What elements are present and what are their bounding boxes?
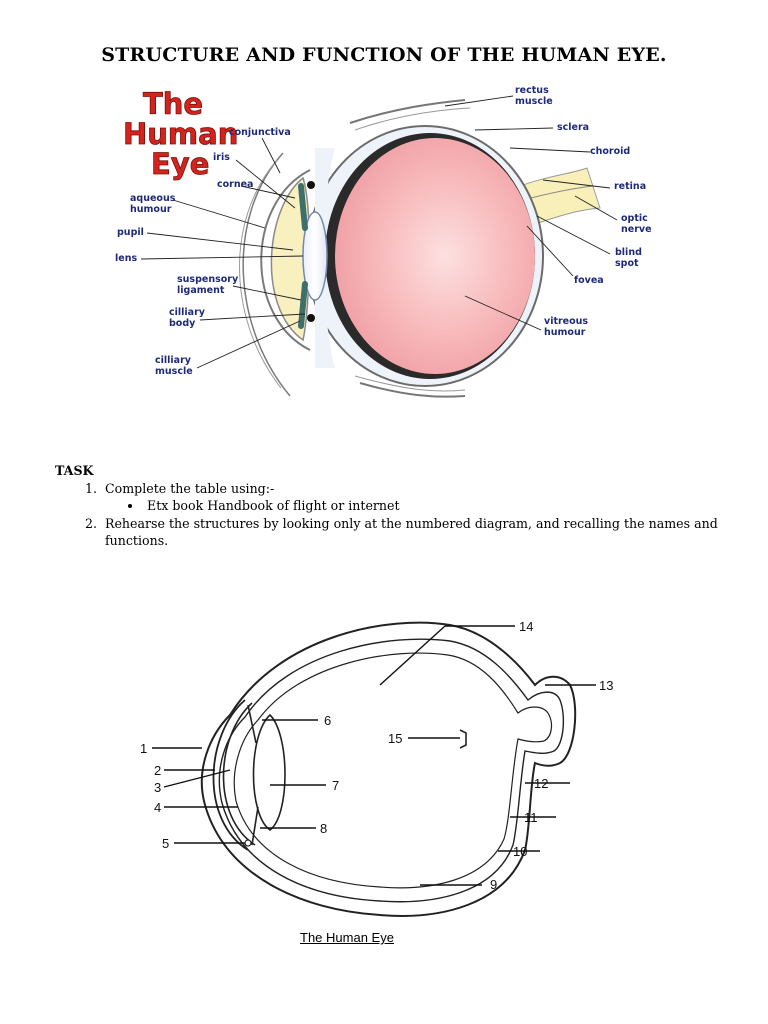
label-pupil: pupil [117,227,144,238]
label-conjunctiva: conjunctiva [229,127,291,138]
label-fovea: fovea [574,275,604,286]
task-item-1: Complete the table using:- Etx book Hand… [101,480,735,515]
figure-caption: The Human Eye [300,930,394,945]
task-list: Complete the table using:- Etx book Hand… [55,480,735,550]
number-2: 2 [154,763,161,778]
label-choroid: choroid [590,146,630,157]
label-rectus-muscle-2: muscle [515,96,553,107]
task-heading: TASK [55,463,94,478]
the-human-eye-logo: The Human Eye [123,87,239,182]
number-3: 3 [154,780,161,795]
label-aqueous-humour-1: aqueous [130,193,176,204]
logo-line-3: Eye [151,147,209,181]
label-aqueous-humour-2: humour [130,204,172,215]
task-item-1-text: Complete the table using:- [105,480,275,496]
number-15: 15 [388,731,402,746]
label-suspensory-ligament-2: ligament [177,285,225,296]
number-14: 14 [519,619,533,634]
label-cilliary-muscle-2: muscle [155,366,193,377]
number-6: 6 [324,713,331,728]
logo-line-2: Human [123,117,238,151]
label-lens: lens [115,253,137,264]
labeled-eye-diagram: The Human Eye [115,85,652,398]
label-retina: retina [614,181,646,192]
label-cilliary-body-2: body [169,318,196,329]
number-7: 7 [332,778,339,793]
label-cornea: cornea [217,179,253,190]
label-iris: iris [213,152,230,163]
number-11: 11 [524,810,538,825]
logo-line-1: The [143,87,203,121]
number-10: 10 [513,844,527,859]
number-4: 4 [154,800,161,815]
label-vitreous-humour-2: humour [544,327,586,338]
label-blind-spot-2: spot [615,258,639,269]
label-blind-spot-1: blind [615,247,642,258]
numbered-eye-diagram: 1 2 3 4 5 6 7 8 9 10 11 12 13 14 15 [140,619,613,917]
number-1: 1 [140,741,147,756]
task-section: TASK Complete the table using:- Etx book… [55,462,735,550]
label-rectus-muscle-1: rectus [515,85,549,96]
label-cilliary-muscle-1: cilliary [155,355,192,366]
label-suspensory-ligament-1: suspensory [177,274,239,285]
number-9: 9 [490,877,497,892]
label-optic-nerve-1: optic [621,213,648,224]
task-sub-list: Etx book Handbook of flight or internet [105,497,735,515]
label-vitreous-humour-1: vitreous [544,316,588,327]
number-12: 12 [534,776,548,791]
number-8: 8 [320,821,327,836]
label-sclera: sclera [557,122,589,133]
task-item-2: Rehearse the structures by looking only … [101,515,735,550]
label-optic-nerve-2: nerve [621,224,652,235]
number-5: 5 [162,836,169,851]
vitreous-shape [335,138,535,374]
label-cilliary-body-1: cilliary [169,307,206,318]
task-item-1-sub: Etx book Handbook of flight or internet [143,497,735,515]
number-13: 13 [599,678,613,693]
page-title: STRUCTURE AND FUNCTION OF THE HUMAN EYE. [101,44,667,66]
